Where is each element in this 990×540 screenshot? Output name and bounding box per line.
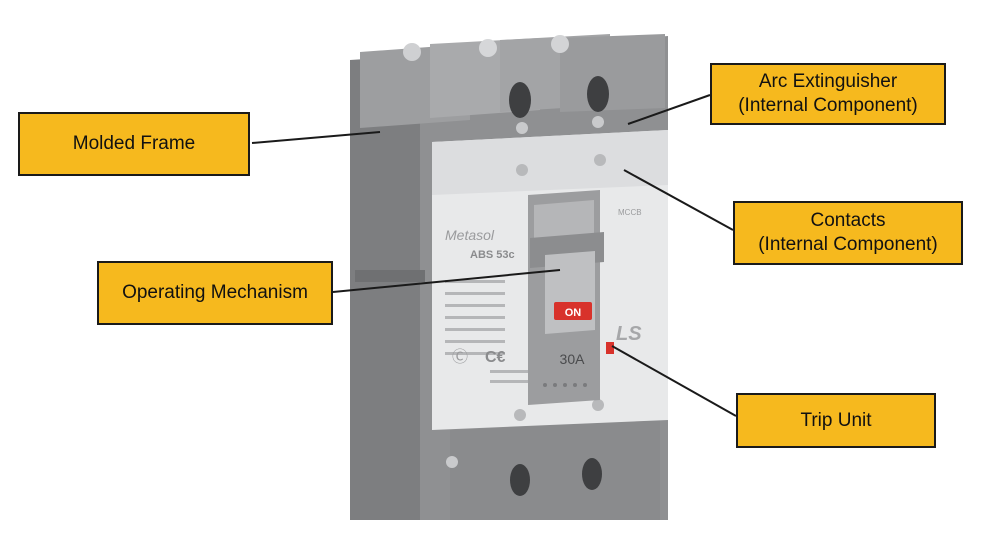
- leader-molded-frame: [251, 131, 381, 144]
- ls-logo: LS: [616, 323, 642, 345]
- label-molded-frame-text: Molded Frame: [72, 133, 196, 155]
- leader-trip-unit: [611, 345, 737, 417]
- label-arc-extinguisher: Arc Extinguisher (Internal Component): [710, 63, 946, 125]
- on-indicator: [554, 302, 592, 320]
- leader-arc-extinguisher: [627, 94, 711, 125]
- trip-unit-button: [606, 342, 614, 354]
- operating-mechanism: ON 30A: [528, 190, 604, 405]
- label-operating-mechanism: Operating Mechanism: [97, 261, 333, 325]
- label-trip-unit: Trip Unit: [736, 393, 936, 448]
- leader-contacts: [623, 169, 734, 231]
- label-operating-mechanism-text: Operating Mechanism: [122, 282, 308, 304]
- model-text: ABS 53c: [470, 249, 515, 261]
- label-molded-frame: Molded Frame: [18, 112, 250, 176]
- label-arc-extinguisher-line1: Arc Extinguisher: [758, 71, 898, 93]
- label-contacts: Contacts (Internal Component): [733, 201, 963, 265]
- label-contacts-line2: (Internal Component): [758, 234, 938, 255]
- on-label: ON: [565, 307, 582, 319]
- type-text: MCCB: [618, 208, 642, 217]
- svg-text:Ⓒ: Ⓒ: [452, 348, 468, 366]
- label-arc-extinguisher-line2: (Internal Component): [738, 95, 918, 116]
- leader-lines: [251, 94, 737, 417]
- svg-text:C€: C€: [485, 349, 506, 366]
- label-trip-unit-text: Trip Unit: [800, 409, 872, 431]
- rating-text: 30A: [560, 351, 586, 367]
- brand-text: Metasol: [445, 227, 495, 243]
- leader-operating-mechanism: [332, 269, 561, 293]
- label-contacts-line1: Contacts: [810, 210, 886, 232]
